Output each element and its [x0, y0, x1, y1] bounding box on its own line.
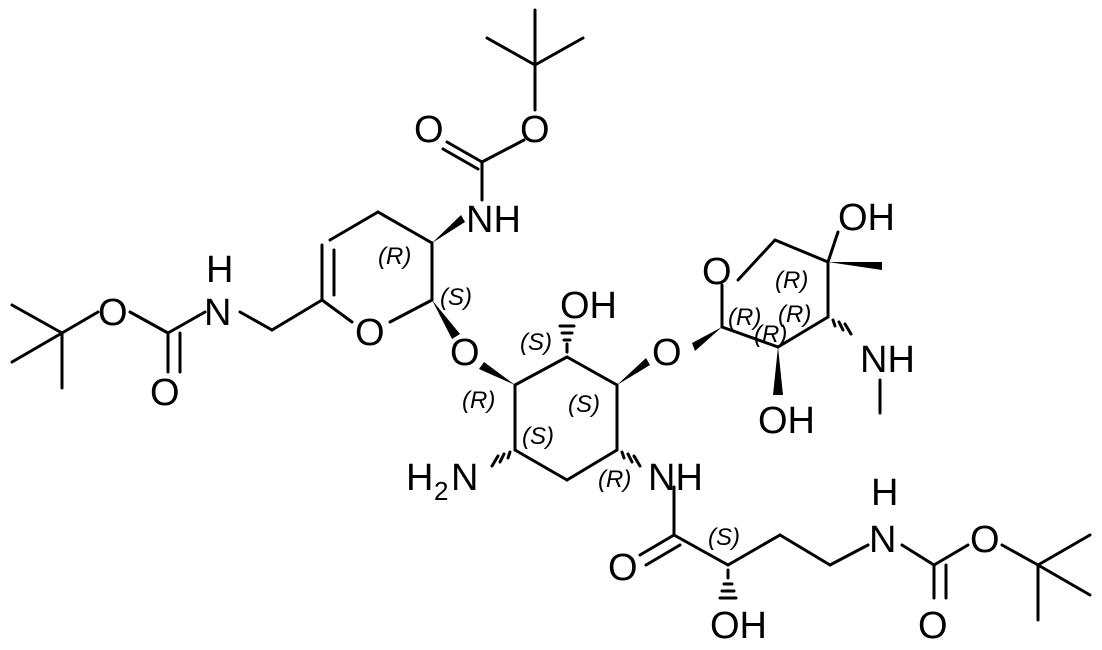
atom-h-left: H — [206, 249, 233, 291]
atom-labels: O O NH H N O O O O OH O O OH NH OH H 2 N… — [98, 109, 1000, 647]
atom-o-glycosidic-right: O — [652, 332, 682, 374]
atom-h2n-h: H — [406, 457, 433, 499]
stereo-r-sugar-b: (R) — [778, 301, 811, 328]
stereo-labels: (R) (S) (S) (R) (S) (S) (R) (R) (R) (R) … — [378, 243, 811, 551]
atom-o-glycosidic-left: O — [450, 332, 480, 374]
stereo-s-chain: (S) — [708, 524, 740, 551]
atom-o-amide-carbonyl: O — [608, 547, 638, 589]
atom-oh-cyclohexane-top: OH — [560, 285, 617, 327]
stereo-s-pyran: (S) — [440, 284, 472, 311]
atom-nh-methylamino: NH — [860, 339, 915, 381]
stereo-r-hex-left: (R) — [462, 387, 495, 414]
atom-h2n-subscript: 2 — [434, 476, 448, 506]
atom-o-boc-bottom-ester: O — [970, 519, 1000, 561]
wedge-bonds — [432, 215, 882, 395]
stereo-r-hex-lowerright: (R) — [598, 466, 631, 493]
stereo-r-sugar-c: (R) — [754, 321, 787, 348]
stereo-s-hex-top: (S) — [520, 329, 552, 356]
bond-skeleton — [10, 8, 1092, 622]
atom-o-boc-bottom-carbonyl: O — [918, 605, 948, 647]
atom-oh-sugar-top: OH — [838, 197, 895, 239]
hashed-bonds — [490, 318, 853, 600]
atom-n-boc-bottom: N — [869, 519, 896, 561]
atom-o-left-carbonyl: O — [150, 372, 180, 414]
atom-o-boc-top-ester: O — [520, 109, 550, 151]
atom-h-boc-bottom: H — [871, 472, 898, 514]
stereo-s-hex-center: (S) — [568, 391, 600, 418]
stereo-s-hex-lowerleft: (S) — [522, 423, 554, 450]
stereo-r-sugar-top: (R) — [775, 267, 808, 294]
atom-h2n-n: N — [451, 457, 478, 499]
stereo-r-sugar-a: (R) — [728, 304, 761, 331]
atom-o-pyran-ring: O — [355, 312, 385, 354]
atom-o-left-ester: O — [98, 292, 128, 334]
stereo-r-pyran: (R) — [378, 243, 411, 270]
atom-n-left: N — [204, 292, 231, 334]
atom-oh-chain: OH — [710, 605, 767, 647]
atom-nh-amide: NH — [648, 457, 703, 499]
atom-nh-boc-top: NH — [466, 199, 521, 241]
atom-oh-sugar-bottom: OH — [758, 400, 815, 442]
atom-o-sugar-ring: O — [702, 251, 732, 293]
atom-o-boc-top-carbonyl: O — [414, 109, 444, 151]
